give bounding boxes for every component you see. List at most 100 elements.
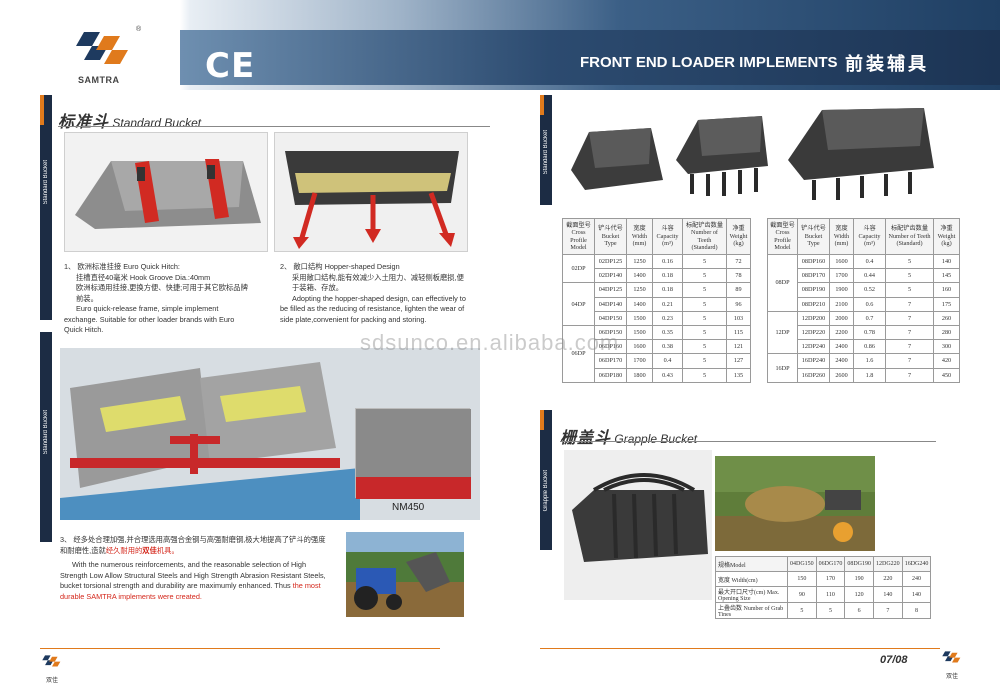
table-cell: 02DP125 [594,253,627,270]
point3-cn: 3、 经多处合理加强,并合理选用高强合金钢与高强耐磨钢,极大地提高了铲斗的强度和… [60,535,330,556]
table-cell: 04DP125 [594,282,627,298]
table-cell: 220 [873,571,903,587]
table-cell: 280 [933,324,960,341]
col-cross-profile-r: 截面型号 Cross Profile Model [767,218,798,255]
table-cell: 78 [726,268,751,284]
point1-text: 1、 欧洲标准挂接 Euro Quick Hitch: 挂槽直径40毫米 Hoo… [64,262,254,336]
side-bar [40,95,52,320]
side-accent-right [540,95,544,115]
table-cell: 0.21 [652,296,683,312]
table-cell: 7 [885,367,934,383]
table-cell: 5 [885,253,934,270]
table-cell: 0.23 [652,310,683,326]
bucket-photo-3 [778,100,938,206]
table-cell: 02DP140 [594,268,627,284]
point1-line3: 欧洲标通用挂接,更换方便、快捷;可用于其它欧标品牌前装。 [76,283,248,303]
footer-line-right [540,648,940,649]
table-cell: 1250 [626,253,653,270]
table-cell: 0.38 [652,339,683,355]
point3-cn-a: 3、 经多处合理加强,并合理选用高强合金钢与高强耐磨钢,极大地提高了铲斗的强度和… [60,535,326,555]
grapple-rule [560,441,936,442]
table-cell: 140 [901,586,932,603]
table-cell: 0.78 [853,324,886,341]
spec-table-left: 截面型号 Cross Profile Model 铲斗代号 Bucket Typ… [562,218,751,383]
spec-table-right: 截面型号 Cross Profile Model 铲斗代号 Bucket Typ… [767,218,960,383]
table-cell: 5 [815,602,846,619]
table-cell: 12DP240 [797,339,830,355]
table-cell: 1600 [626,339,653,355]
nm450-label: NM450 [392,502,425,513]
table-cell: 5 [682,339,727,355]
table-cell: 08DP190 [797,282,830,298]
table-cell: 90 [787,586,817,603]
table-cell: 170 [815,571,846,587]
table-cell: 0.7 [853,310,886,326]
col-weight: 净重 Weight (kg) [726,218,751,255]
point3-cn-b: 经久耐用的 [105,545,143,555]
table-cell: 5 [682,367,727,383]
point3-en-red: the most durable SAMTRA implements were … [60,581,321,601]
grapple-col-model: 规格Model [715,556,788,572]
grapple-heading: 栅盖斗 Grapple Bucket [560,424,697,448]
table-cell: 300 [933,339,960,355]
table-cell: 1600 [829,253,854,270]
table-cell: 2600 [829,367,854,383]
table-cell: 1900 [829,282,854,298]
table-cell: 5 [682,268,727,284]
table-cell: 0.16 [652,253,683,270]
table-cell: 0.18 [652,268,683,284]
table-cell: 420 [933,353,960,369]
side-label-right: Standard Bucket [543,130,549,175]
table-cell: 1500 [626,324,653,341]
table-cell: 140 [873,586,903,603]
table-cell: 16DP260 [797,367,830,383]
table-cell: 5 [787,602,817,619]
grapple-row-label: 上叠齿数 Number of Grab Tines [715,602,788,619]
table-cell: 12DP220 [797,324,830,341]
table-cell: 1.8 [853,367,886,383]
footer-brand-cn-right: 双佳 [945,674,958,680]
point2-en: Adopting the hopper-shaped design, can e… [280,293,466,324]
table-cell: 120 [844,586,875,603]
side-label: Standard Bucket [43,160,49,205]
grapple-model-header: 08DG190 [844,556,875,572]
grapple-heading-en: Grapple Bucket [614,432,698,446]
table-cell: 0.86 [853,339,886,355]
side-label-2: Standard Bucket [43,410,49,455]
table-cell: 1700 [829,268,854,284]
table-cell: 0.18 [652,282,683,298]
table-cell: 0.35 [652,324,683,341]
ce-mark: CE [205,46,256,86]
table-cell: 135 [726,367,751,383]
table-cell: 0.52 [853,282,886,298]
table-cell: 04DP140 [594,296,627,312]
hopper-design-photo [274,132,468,252]
tractor-photo [346,532,464,617]
footer-logo-right: 双佳 [940,650,964,680]
table-cell: 0.4 [853,253,886,270]
point3-text: 3、 经多处合理加强,并合理选用高强合金钢与高强耐磨钢,极大地提高了铲斗的强度和… [60,535,330,602]
table-cell: 5 [682,353,727,369]
table-cell: 1250 [626,282,653,298]
table-cell: 7 [885,296,934,312]
table-group-cell: 02DP [562,253,595,284]
col-capacity: 斗容 Capacity (m³) [652,218,683,255]
table-cell: 103 [726,310,751,326]
table-cell: 5 [885,282,934,298]
euro-hitch-photo [64,132,268,252]
table-cell: 190 [844,571,875,587]
table-cell: 0.4 [652,353,683,369]
registered-mark: ® [136,26,142,33]
point3-en-main: With the numerous reinforcements, and th… [60,560,326,590]
grapple-heading-cn: 栅盖斗 [560,430,612,447]
